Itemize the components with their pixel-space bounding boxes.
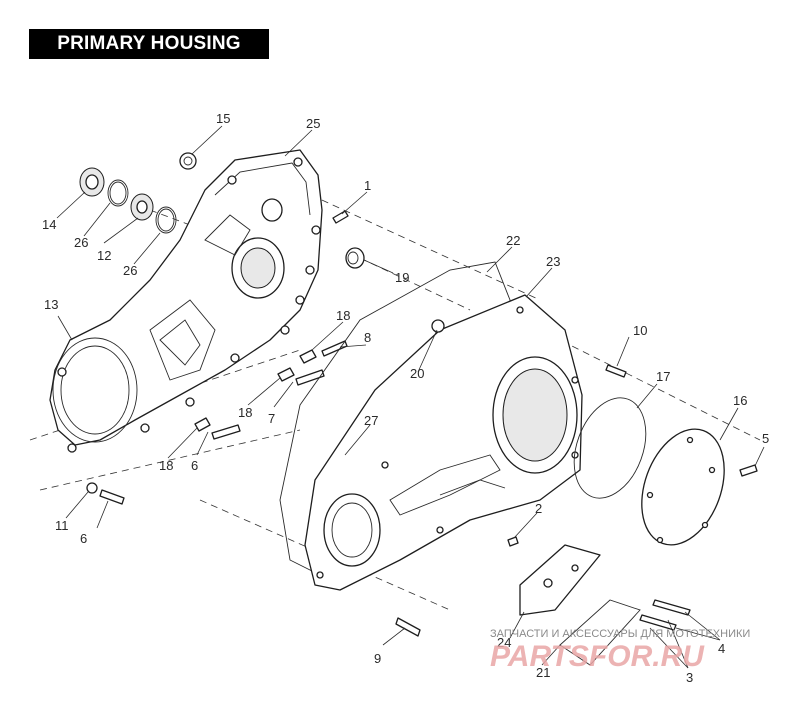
callout-10: 10 — [633, 323, 647, 338]
watermark-caption: ЗАПЧАСТИ И АКСЕССУАРЫ ДЛЯ МОТОТЕХНИКИ — [490, 628, 750, 640]
callout-6b: 6 — [80, 531, 87, 546]
callout-26b: 26 — [123, 263, 137, 278]
callout-7: 7 — [268, 411, 275, 426]
callout-19: 19 — [395, 270, 409, 285]
callout-18c: 18 — [159, 458, 173, 473]
callout-24: 24 — [497, 635, 511, 650]
callout-12: 12 — [97, 248, 111, 263]
inner-primary-housing — [49, 149, 323, 453]
derby-cover — [573, 364, 758, 546]
bearing-stack — [79, 152, 197, 234]
callout-22: 22 — [506, 233, 520, 248]
callout-4: 4 — [718, 641, 725, 656]
left-fasteners — [86, 340, 348, 505]
callout-8: 8 — [364, 330, 371, 345]
callout-2: 2 — [535, 501, 542, 516]
callout-18a: 18 — [336, 308, 350, 323]
callout-21: 21 — [536, 665, 550, 680]
callout-17: 17 — [656, 369, 670, 384]
dowel-and-bushing — [332, 210, 365, 269]
callout-25: 25 — [306, 116, 320, 131]
callout-11: 11 — [55, 518, 69, 533]
callout-20: 20 — [410, 366, 424, 381]
callout-numbers: 1 2 3 4 5 6 6 7 8 9 10 11 12 13 14 15 16… — [42, 111, 769, 685]
watermark: ЗАПЧАСТИ И АКСЕССУАРЫ ДЛЯ МОТОТЕХНИКИ PA… — [490, 628, 750, 673]
callout-15: 15 — [216, 111, 230, 126]
callout-16: 16 — [733, 393, 747, 408]
callout-3: 3 — [686, 670, 693, 685]
callout-18b: 18 — [238, 405, 252, 420]
leader-lines — [56, 125, 765, 669]
callout-13: 13 — [44, 297, 58, 312]
page-title: PRIMARY HOUSING — [29, 29, 269, 59]
callout-1: 1 — [364, 178, 371, 193]
watermark-logo: PARTSFOR.RU — [490, 640, 705, 673]
callout-26a: 26 — [74, 235, 88, 250]
callout-5: 5 — [762, 431, 769, 446]
callout-23: 23 — [546, 254, 560, 269]
callout-9: 9 — [374, 651, 381, 666]
inspection-cover — [395, 536, 691, 666]
callout-27: 27 — [364, 413, 378, 428]
outer-primary-cover — [279, 261, 583, 591]
callout-6a: 6 — [191, 458, 198, 473]
callout-14: 14 — [42, 217, 56, 232]
